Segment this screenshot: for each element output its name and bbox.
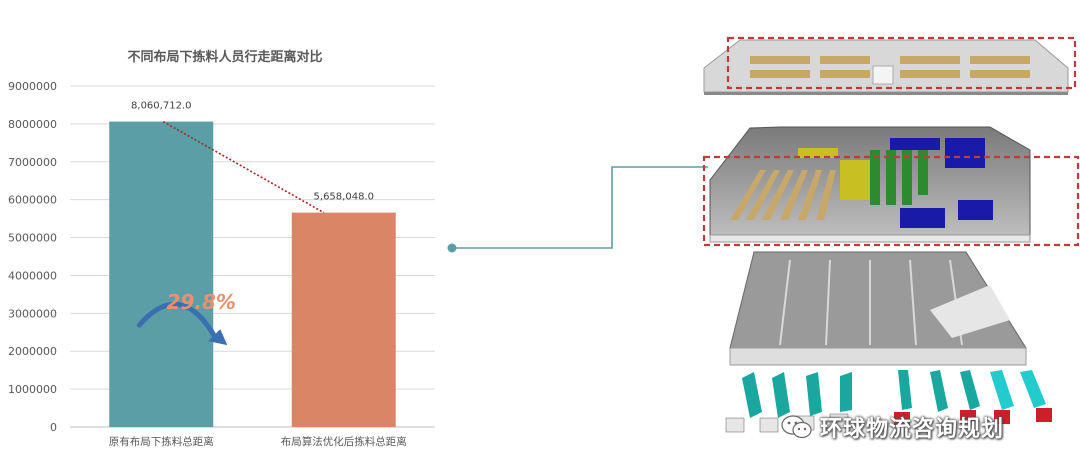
connector-dot xyxy=(447,243,457,253)
bar xyxy=(291,212,396,427)
bar xyxy=(109,121,214,428)
bars xyxy=(109,121,396,428)
middle-highlight-box xyxy=(702,155,1080,247)
top-layer xyxy=(703,39,1069,95)
y-tick-label: 2000000 xyxy=(8,345,57,358)
y-tick-label: 4000000 xyxy=(8,269,57,282)
data-labels: 8,060,712.0 5,658,048.0 xyxy=(131,101,374,203)
watermark: 环球物流咨询规划 xyxy=(780,412,1004,442)
x-category-label: 原有布局下拣料总距离 xyxy=(109,435,214,448)
y-tick-label: 7000000 xyxy=(8,156,57,169)
y-tick-label: 5000000 xyxy=(8,232,57,245)
bar-data-label: 5,658,048.0 xyxy=(314,192,374,203)
y-tick-label: 1000000 xyxy=(8,383,57,396)
x-category-label: 布局算法优化后拣料总距离 xyxy=(281,435,407,448)
y-axis-ticks: 0 1000000 2000000 3000000 4000000 5000000 6000… xyxy=(8,80,57,434)
bar-data-label: 8,060,712.0 xyxy=(131,101,191,112)
y-tick-label: 0 xyxy=(50,421,57,434)
warehouse-3d-illustration xyxy=(702,36,1080,433)
arrow-head-icon xyxy=(208,329,228,346)
bar-chart: 不同布局下拣料人员行走距离对比 0 1000000 2000000 3000000 40… xyxy=(8,49,435,448)
y-tick-label: 6000000 xyxy=(8,194,57,207)
y-tick-label: 3000000 xyxy=(8,307,57,320)
top-highlight-box xyxy=(726,36,1077,90)
connector-line xyxy=(447,166,708,253)
decrease-arrow-icon xyxy=(136,301,219,342)
trend-line xyxy=(162,120,325,214)
percent-decrease-label: 29.8% xyxy=(167,290,236,314)
trucks xyxy=(725,370,1052,433)
wechat-icon xyxy=(781,415,812,439)
y-tick-label: 8000000 xyxy=(8,118,57,131)
chart-title: 不同布局下拣料人员行走距离对比 xyxy=(127,49,322,65)
watermark-text: 环球物流咨询规划 xyxy=(820,417,1005,442)
bottom-layer xyxy=(729,251,1027,366)
x-axis-categories: 原有布局下拣料总距离 布局算法优化后拣料总距离 xyxy=(109,435,407,448)
middle-layer xyxy=(709,126,1031,243)
y-tick-label: 9000000 xyxy=(8,80,57,93)
connector-path xyxy=(452,166,708,249)
